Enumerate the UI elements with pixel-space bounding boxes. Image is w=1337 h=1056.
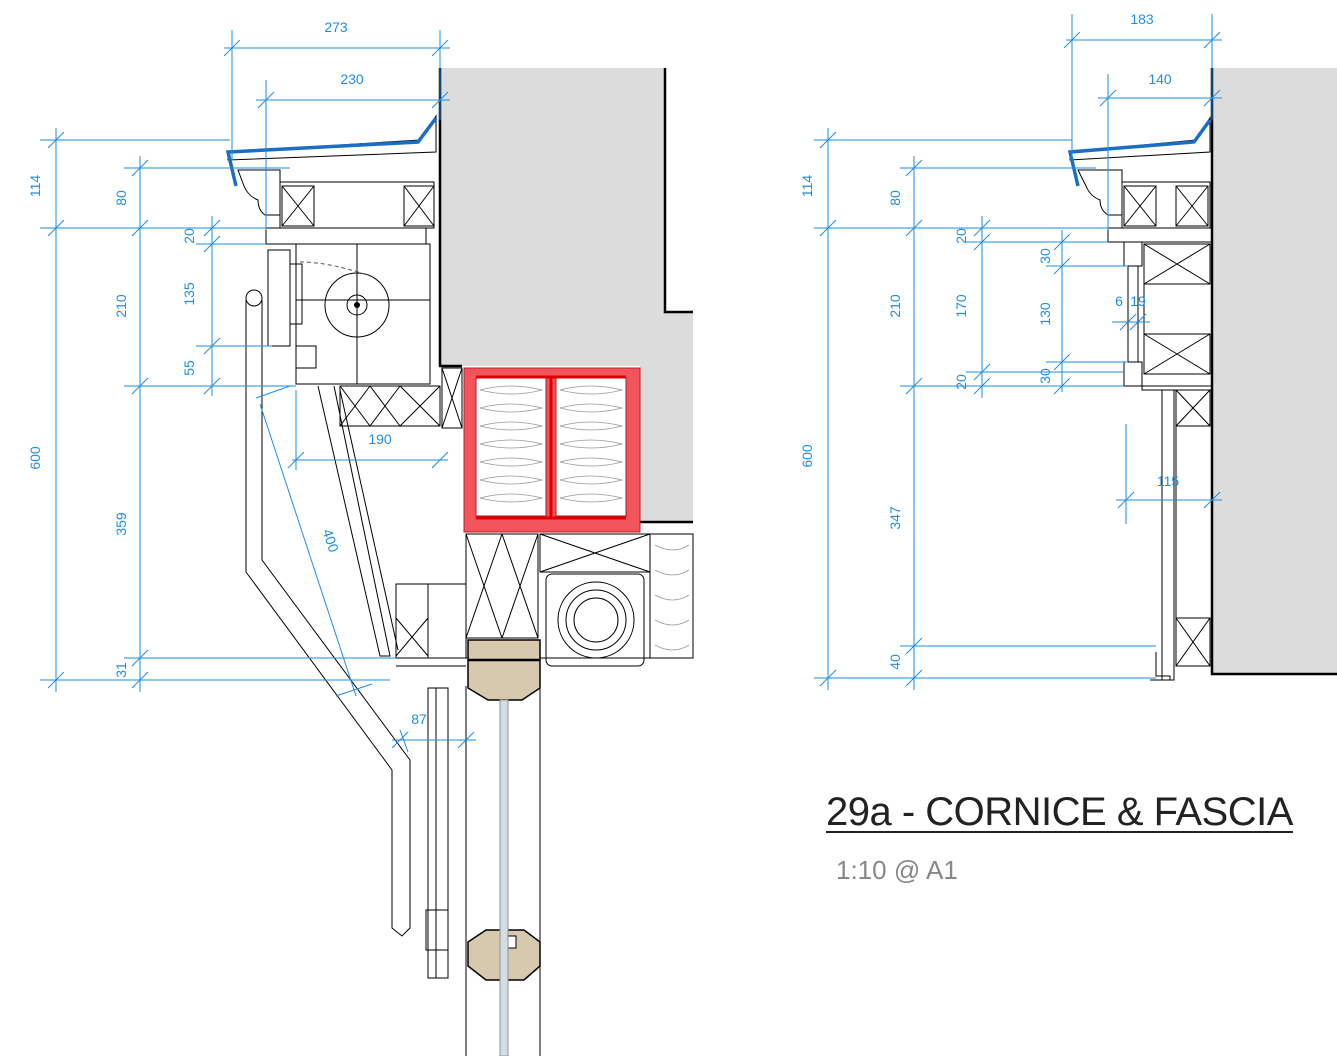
dim-30-bottom: 30 — [1037, 368, 1053, 384]
dim-55: 55 — [181, 360, 197, 376]
dim-20: 20 — [181, 228, 197, 244]
dim-273: 273 — [324, 19, 348, 35]
left-detail — [225, 68, 694, 1056]
drawing-scale: 1:10 @ A1 — [836, 855, 958, 885]
dim-210: 210 — [113, 294, 129, 318]
dim-230: 230 — [340, 71, 364, 87]
dim-20-bottom: 20 — [953, 374, 969, 390]
dim-114-right: 114 — [799, 175, 815, 198]
left-dimension-labels: 273 230 114 80 20 135 210 55 600 190 359… — [27, 19, 427, 727]
dim-359: 359 — [113, 512, 129, 536]
dim-6: 6 — [1115, 293, 1123, 309]
dim-80-right: 80 — [887, 190, 903, 206]
dim-130: 130 — [1037, 302, 1053, 326]
dim-600: 600 — [27, 446, 43, 470]
masonry-wall-right — [1212, 68, 1337, 674]
right-detail — [1067, 68, 1337, 681]
dim-183: 183 — [1130, 11, 1154, 27]
drawing-title: 29a - CORNICE & FASCIA — [826, 790, 1293, 834]
dim-190: 190 — [368, 431, 392, 447]
right-dimensions — [814, 14, 1222, 690]
lead-flashing-left — [225, 116, 438, 187]
window-head-frame — [467, 639, 541, 701]
dim-600-right: 600 — [799, 444, 815, 468]
dim-135: 135 — [181, 282, 197, 306]
dim-140: 140 — [1148, 71, 1172, 87]
dim-114: 114 — [27, 175, 43, 198]
masonry-wall-left — [440, 68, 693, 522]
dim-30-top: 30 — [1037, 248, 1053, 264]
dim-400: 400 — [320, 527, 343, 554]
glazing — [499, 699, 509, 1056]
dim-31: 31 — [113, 662, 129, 678]
dim-80: 80 — [113, 190, 129, 206]
insulation-box — [463, 367, 641, 533]
dim-87: 87 — [411, 711, 427, 727]
left-dimensions — [40, 30, 476, 753]
right-dimension-labels: 183 140 114 80 20 30 210 170 130 6 19 30… — [799, 11, 1179, 670]
dim-19: 19 — [1130, 293, 1146, 309]
dim-347: 347 — [887, 506, 903, 530]
dim-40: 40 — [887, 654, 903, 670]
lead-flashing-right — [1067, 118, 1212, 187]
dim-20-top: 20 — [953, 228, 969, 244]
dim-115: 115 — [1157, 473, 1180, 489]
dim-210-right: 210 — [887, 294, 903, 318]
dim-170: 170 — [953, 294, 969, 318]
title-block: 29a - CORNICE & FASCIA 1:10 @ A1 — [826, 790, 1293, 886]
